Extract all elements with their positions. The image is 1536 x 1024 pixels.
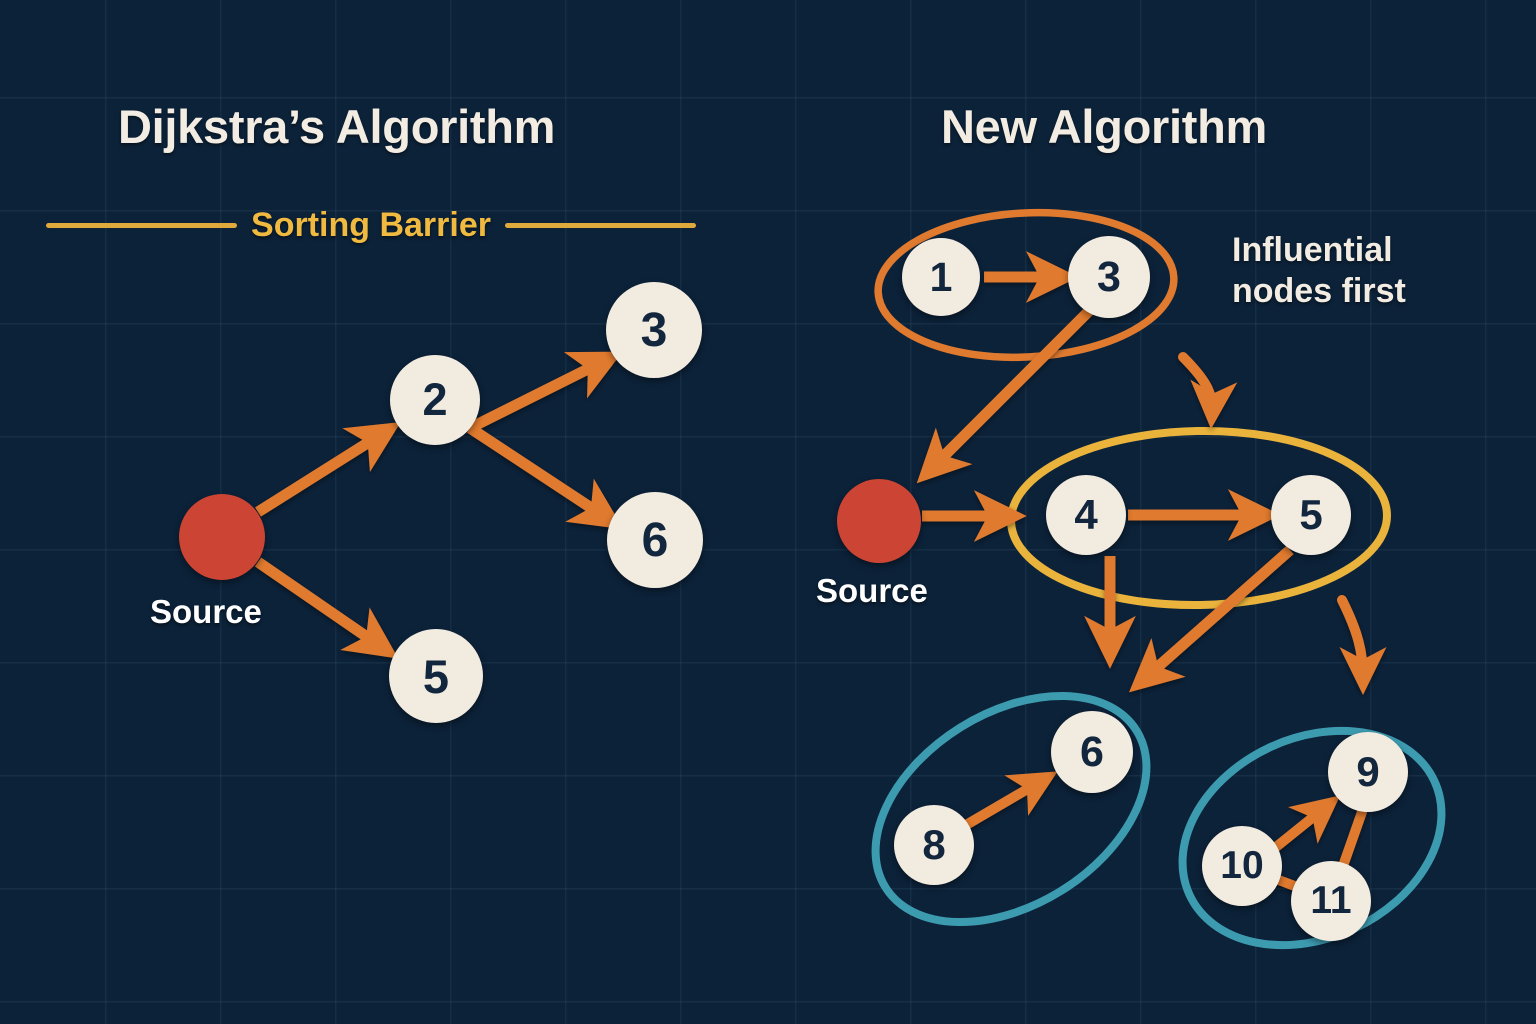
edge-r8-to-r6	[963, 771, 1058, 830]
graph-node-right-1[interactable]: 1	[902, 238, 980, 316]
source-label-right: Source	[816, 572, 928, 609]
edge-source-to-2	[255, 422, 401, 517]
left-edges	[254, 351, 624, 659]
curved-arrow-yellow-to-teal	[1337, 595, 1387, 696]
edge-2-to-6	[466, 423, 624, 530]
graph-node-left-6[interactable]: 6	[607, 492, 703, 588]
page-title-right: New Algorithm	[941, 100, 1267, 153]
graph-node-right-3[interactable]: 3	[1068, 236, 1150, 318]
edge-r10-to-r9	[1272, 795, 1341, 851]
cluster-ellipse-teal-right	[1178, 726, 1446, 950]
influential-nodes-annotation: Influential nodes first	[1232, 231, 1406, 311]
sorting-barrier: Sorting Barrier	[46, 206, 697, 245]
edge-source-to-5	[254, 557, 399, 659]
graph-node-right-8[interactable]: 8	[894, 805, 974, 885]
graph-node-right-11[interactable]: 11	[1291, 861, 1371, 941]
graph-node-left-5[interactable]: 5	[389, 629, 483, 723]
cluster-ellipse-orange	[874, 208, 1178, 362]
edge-r5-to-cluster-teal-left	[1128, 545, 1294, 693]
graph-node-left-2[interactable]: 2	[390, 355, 480, 445]
right-edges	[916, 251, 1387, 893]
graph-node-right-5[interactable]: 5	[1271, 475, 1351, 555]
graph-node-right-9[interactable]: 9	[1328, 732, 1408, 812]
graph-node-right-10[interactable]: 10	[1202, 826, 1282, 906]
source-node-right[interactable]	[837, 479, 921, 563]
barrier-label: Sorting Barrier	[251, 206, 491, 244]
edge-2-to-3	[469, 351, 623, 432]
barrier-line-left	[46, 223, 238, 228]
page-title-left: Dijkstra’s Algorithm	[118, 100, 556, 153]
source-label-left: Source	[150, 593, 262, 630]
graph-node-right-6[interactable]: 6	[1051, 711, 1133, 793]
barrier-line-right	[504, 223, 697, 228]
edge-r3-to-source	[916, 306, 1094, 484]
graph-node-left-3[interactable]: 3	[606, 282, 702, 378]
edge-r11-to-r9	[1338, 807, 1367, 871]
graph-node-right-4[interactable]: 4	[1046, 475, 1126, 555]
cluster-ellipse-teal-left	[871, 691, 1151, 927]
curved-arrow-orange-to-yellow	[1178, 352, 1238, 429]
source-node-left[interactable]	[179, 494, 265, 580]
